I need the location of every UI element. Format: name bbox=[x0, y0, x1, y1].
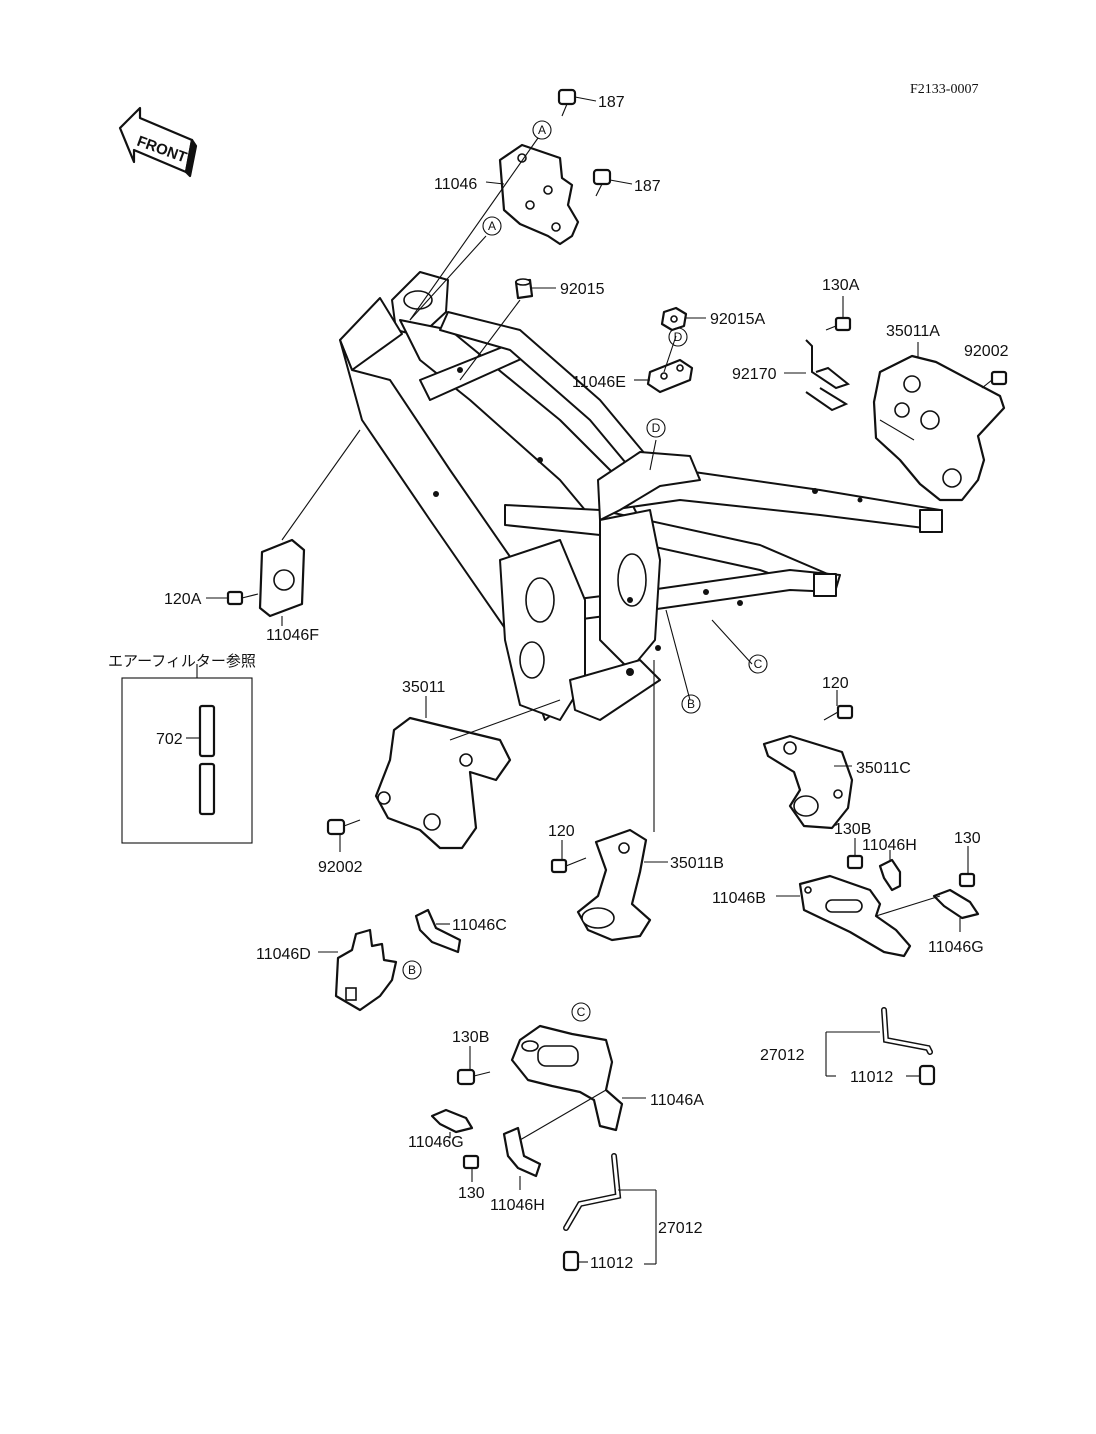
svg-text:A: A bbox=[488, 219, 496, 233]
bolt-130-right bbox=[958, 846, 976, 888]
label-92170: 92170 bbox=[732, 366, 777, 383]
label-11046H-right: 11046H bbox=[862, 837, 917, 854]
bolt-92002-left bbox=[326, 818, 361, 852]
svg-text:B: B bbox=[408, 963, 416, 977]
label-120A: 120A bbox=[164, 591, 202, 608]
clip-11046G-right bbox=[932, 888, 980, 932]
nut-92015A bbox=[660, 306, 706, 332]
marker-c1: C bbox=[748, 654, 768, 674]
marker-c2: C bbox=[571, 1002, 591, 1022]
label-11046G-bottom: 11046G bbox=[408, 1134, 464, 1151]
label-11046C: 11046C bbox=[452, 917, 507, 934]
marker-a2: A bbox=[482, 216, 502, 236]
label-35011A: 35011A bbox=[886, 323, 940, 340]
bracket-35011A bbox=[872, 342, 1006, 502]
label-92002-left: 92002 bbox=[318, 859, 363, 876]
plate-11046E bbox=[634, 358, 694, 394]
plate-11046F bbox=[258, 538, 306, 626]
bolt-120A bbox=[206, 590, 259, 606]
label-11046: 11046 bbox=[434, 176, 477, 193]
svg-text:D: D bbox=[674, 330, 683, 344]
bolt-120-right bbox=[823, 690, 854, 721]
clamp-92170 bbox=[784, 339, 851, 412]
bush-11012-right bbox=[826, 1064, 936, 1086]
clip-11046C bbox=[414, 908, 462, 954]
svg-text:A: A bbox=[538, 123, 546, 137]
label-11046D: 11046D bbox=[256, 946, 311, 963]
marker-b1: B bbox=[681, 694, 701, 714]
bolt-92002-right bbox=[981, 370, 1008, 389]
label-35011: 35011 bbox=[402, 679, 445, 696]
svg-text:C: C bbox=[754, 657, 763, 671]
rod-27012-right bbox=[825, 1007, 933, 1076]
label-27012-right: 27012 bbox=[760, 1047, 805, 1064]
label-11012-right: 11012 bbox=[850, 1069, 893, 1086]
bracket-11046B bbox=[776, 874, 912, 958]
label-130-bottom: 130 bbox=[458, 1185, 485, 1202]
bolt-130B-bottom bbox=[456, 1046, 491, 1086]
bolt-187-mid bbox=[592, 168, 633, 197]
label-92015A: 92015A bbox=[710, 311, 765, 328]
label-120-mid: 120 bbox=[548, 823, 575, 840]
bracket-11046D bbox=[318, 928, 398, 1012]
label-130-right: 130 bbox=[954, 830, 981, 847]
label-11046B: 11046B bbox=[712, 890, 766, 907]
marker-d1: D bbox=[668, 327, 688, 347]
label-130A: 130A bbox=[822, 277, 860, 294]
label-11046G-right: 11046G bbox=[928, 939, 984, 956]
label-187-top: 187 bbox=[598, 94, 625, 111]
marker-a1: A bbox=[532, 120, 552, 140]
label-11046F: 11046F bbox=[266, 627, 319, 644]
clip-11046G-bottom bbox=[430, 1108, 474, 1138]
marker-d2: D bbox=[646, 418, 666, 438]
rod-27012-bottom bbox=[563, 1153, 657, 1264]
marker-b2: B bbox=[402, 960, 422, 980]
label-11046H-bottom: 11046H bbox=[490, 1197, 545, 1214]
label-11012-bottom: 11012 bbox=[590, 1255, 633, 1272]
front-arrow-icon: FRONT bbox=[118, 106, 198, 178]
label-120-right: 120 bbox=[822, 675, 849, 692]
label-130B-right: 130B bbox=[834, 821, 871, 838]
bracket-35011C bbox=[762, 734, 854, 830]
label-130B-bottom: 130B bbox=[452, 1029, 489, 1046]
bracket-11046 bbox=[485, 143, 580, 246]
bracket-35011B bbox=[576, 828, 668, 942]
svg-text:D: D bbox=[652, 421, 661, 435]
bolt-130B-right bbox=[846, 838, 864, 870]
label-702: 702 bbox=[156, 731, 183, 748]
bracket-11046A bbox=[510, 1024, 646, 1132]
air-filter-box bbox=[121, 664, 253, 844]
label-187-mid: 187 bbox=[634, 178, 661, 195]
diagram-code: F2133-0007 bbox=[910, 82, 978, 97]
bolt-120-mid bbox=[550, 840, 587, 874]
air-filter-note: エアーフィルター参照 bbox=[108, 652, 256, 670]
bolt-187-top bbox=[557, 88, 597, 117]
svg-text:B: B bbox=[687, 697, 695, 711]
label-35011C: 35011C bbox=[856, 760, 911, 777]
label-35011B: 35011B bbox=[670, 855, 724, 872]
label-92002-right: 92002 bbox=[964, 343, 1009, 360]
label-11046E: 11046E bbox=[572, 374, 626, 391]
label-27012-bottom: 27012 bbox=[658, 1220, 703, 1237]
bracket-35011 bbox=[374, 696, 512, 850]
svg-text:C: C bbox=[577, 1005, 586, 1019]
bolt-130-bottom bbox=[462, 1154, 480, 1182]
label-92015: 92015 bbox=[560, 281, 605, 298]
bolt-130A bbox=[825, 296, 852, 332]
bush-11012-bottom bbox=[562, 1250, 656, 1272]
collar-92015 bbox=[514, 278, 556, 300]
label-11046A: 11046A bbox=[650, 1092, 704, 1109]
leader-lines bbox=[281, 137, 941, 1141]
clip-11046H-bottom bbox=[502, 1126, 542, 1190]
clip-11046H-right bbox=[878, 850, 902, 892]
main-frame bbox=[339, 271, 943, 721]
